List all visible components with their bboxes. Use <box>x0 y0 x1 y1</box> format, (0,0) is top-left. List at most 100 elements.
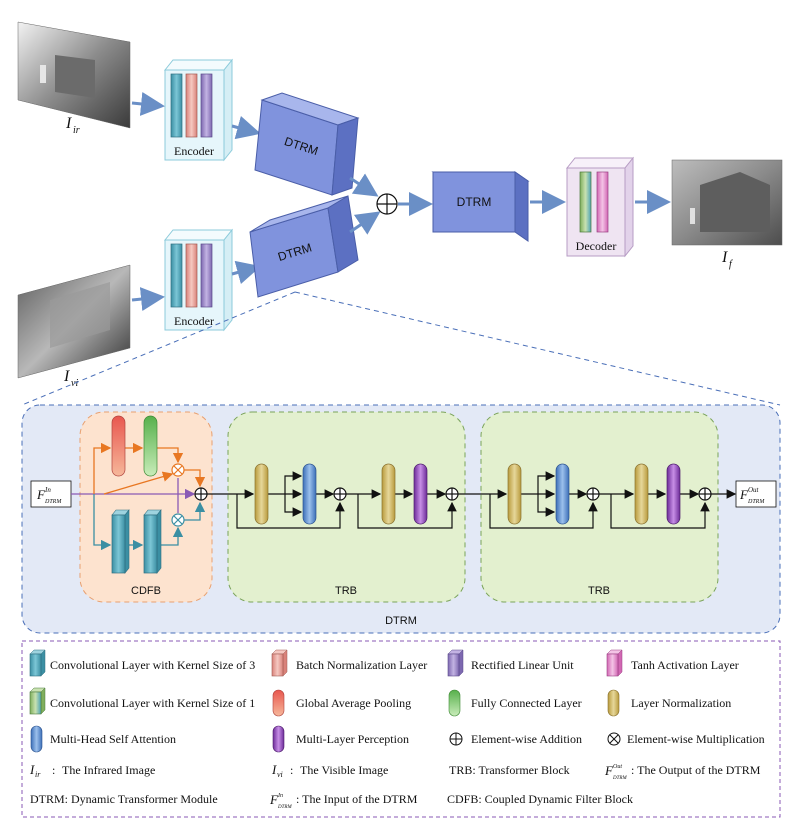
dtrm-block-2: DTRM <box>249 195 359 298</box>
svg-text:TRB: Transformer Block: TRB: Transformer Block <box>449 763 570 777</box>
svg-text:Element-wise Addition: Element-wise Addition <box>471 732 582 746</box>
legend-cdfb-def: CDFB: Coupled Dynamic Filter Block <box>447 792 633 806</box>
svg-text:DTRM: DTRM <box>44 499 62 505</box>
trb-2-mlp <box>666 463 681 525</box>
dtrm-block-3: DTRM <box>431 171 530 242</box>
dtrm-3-label: DTRM <box>457 195 492 209</box>
visible-image <box>17 264 131 379</box>
svg-text::: : <box>52 763 55 777</box>
trb-1-addition-icon-2 <box>445 487 459 501</box>
encoder-1: Encoder <box>163 58 234 162</box>
top-addition-icon <box>376 193 398 215</box>
legend-gap: Global Average Pooling <box>272 689 411 717</box>
trb-2-addition-icon-2 <box>698 487 712 501</box>
svg-text:In: In <box>277 793 283 799</box>
legend-conv3: Convolutional Layer with Kernel Size of … <box>29 649 255 677</box>
dtrm-panel-label: DTRM <box>385 615 417 627</box>
gap-layer <box>111 415 126 477</box>
legend-layernorm: Layer Normalization <box>607 689 731 717</box>
svg-text:Out: Out <box>748 486 760 494</box>
legend-batchnorm: Batch Normalization Layer <box>271 649 427 677</box>
legend-conv1: Convolutional Layer with Kernel Size of … <box>29 687 255 715</box>
svg-text:Convolutional Layer with Kerne: Convolutional Layer with Kernel Size of … <box>50 658 255 672</box>
svg-text:DTRM: Dynamic Transformer Modu: DTRM: Dynamic Transformer Module <box>30 792 218 806</box>
zoom-guide-right <box>294 291 781 406</box>
trb-region-2 <box>480 411 719 603</box>
svg-text:ir: ir <box>35 770 41 779</box>
svg-text:CDFB: Coupled Dynamic Filter B: CDFB: Coupled Dynamic Filter Block <box>447 792 633 806</box>
svg-text:Multi-Head Self Attention: Multi-Head Self Attention <box>50 732 176 746</box>
infrared-sub: ir <box>73 125 80 136</box>
fc-layer <box>143 415 158 477</box>
svg-text:: The Input of the DTRM: : The Input of the DTRM <box>296 792 418 806</box>
trb-region-1 <box>227 411 466 603</box>
svg-text:F: F <box>269 792 279 807</box>
legend-fc: Fully Connected Layer <box>448 689 582 717</box>
dtrm-input-box: F In DTRM <box>30 480 72 508</box>
arrow-enc2-dtrm2 <box>231 260 261 285</box>
dtrm-output-box: F Out DTRM <box>735 480 777 508</box>
svg-text:F: F <box>739 487 749 502</box>
svg-text:Rectified Linear Unit: Rectified Linear Unit <box>471 658 574 672</box>
svg-text:F: F <box>604 763 614 778</box>
trb-2-label: TRB <box>588 585 610 597</box>
trb-1-layernorm-2 <box>381 463 396 525</box>
legend-tanh: Tanh Activation Layer <box>606 649 739 677</box>
legend-ir-def: I ir : The Infrared Image <box>29 762 155 779</box>
visible-label: I <box>63 368 70 385</box>
legend-addition: Element-wise Addition <box>449 732 582 746</box>
svg-text:Tanh Activation Layer: Tanh Activation Layer <box>631 658 739 672</box>
legend-dtrm-def: DTRM: Dynamic Transformer Module <box>30 792 218 806</box>
legend-relu: Rectified Linear Unit <box>447 649 574 677</box>
trb-2-mhsa <box>555 463 570 525</box>
arrow-ir-encoder <box>131 91 165 116</box>
svg-text:: The Output of the DTRM: : The Output of the DTRM <box>631 763 761 777</box>
cdfb-multiply-icon-bottom <box>171 513 185 527</box>
svg-text:Out: Out <box>613 764 622 770</box>
cdfb-addition-icon <box>194 487 208 501</box>
legend-multiplication: Element-wise Multiplication <box>607 732 765 746</box>
svg-text:Global Average Pooling: Global Average Pooling <box>296 696 411 710</box>
dtrm-block-1: DTRM <box>254 92 360 196</box>
cdfb-teal-branch <box>93 494 206 551</box>
svg-text:In: In <box>44 486 51 494</box>
legend-out-def: F Out DTRM : The Output of the DTRM <box>604 763 761 781</box>
legend-mlp: Multi-Layer Perception <box>272 725 409 753</box>
zoom-guide-left <box>21 291 296 406</box>
trb-2-addition-icon-1 <box>586 487 600 501</box>
svg-text:Batch Normalization Layer: Batch Normalization Layer <box>296 658 427 672</box>
legend-in-def: F In DTRM : The Input of the DTRM <box>269 792 418 810</box>
svg-text:Fully Connected Layer: Fully Connected Layer <box>471 696 582 710</box>
trb-1-label: TRB <box>335 585 357 597</box>
cdfb-multiply-icon-top <box>171 463 185 477</box>
svg-text:vi: vi <box>277 770 283 779</box>
decoder: Decoder <box>565 156 635 258</box>
trb-2-layernorm-2 <box>634 463 649 525</box>
trb-1-addition-icon-1 <box>333 487 347 501</box>
arrow-vi-encoder <box>131 287 165 312</box>
arrow-dtrm2-add <box>349 211 381 235</box>
trb-2-layernorm-1 <box>507 463 522 525</box>
infrared-image <box>17 21 131 129</box>
svg-text:F: F <box>36 487 46 502</box>
svg-text:I: I <box>29 762 35 777</box>
trb-1-layernorm-1 <box>254 463 269 525</box>
arrow-dtrm1-add <box>349 173 379 197</box>
fused-label: I <box>721 249 728 266</box>
svg-text:DTRM: DTRM <box>747 499 765 505</box>
fused-image <box>671 159 783 246</box>
cdfb-conv3-1 <box>111 509 130 574</box>
svg-text:I: I <box>271 762 277 777</box>
legend-mhsa: Multi-Head Self Attention <box>30 725 176 753</box>
trb-2-flow <box>458 471 737 529</box>
cdfb-label: CDFB <box>131 585 161 597</box>
decoder-label: Decoder <box>576 239 617 253</box>
svg-text:Multi-Layer Perception: Multi-Layer Perception <box>296 732 409 746</box>
svg-text::: : <box>290 763 293 777</box>
legend-panel <box>21 640 781 818</box>
svg-text:The Infrared Image: The Infrared Image <box>62 763 155 777</box>
fused-sub: f <box>729 259 733 270</box>
cdfb-orange-branch <box>93 442 206 495</box>
